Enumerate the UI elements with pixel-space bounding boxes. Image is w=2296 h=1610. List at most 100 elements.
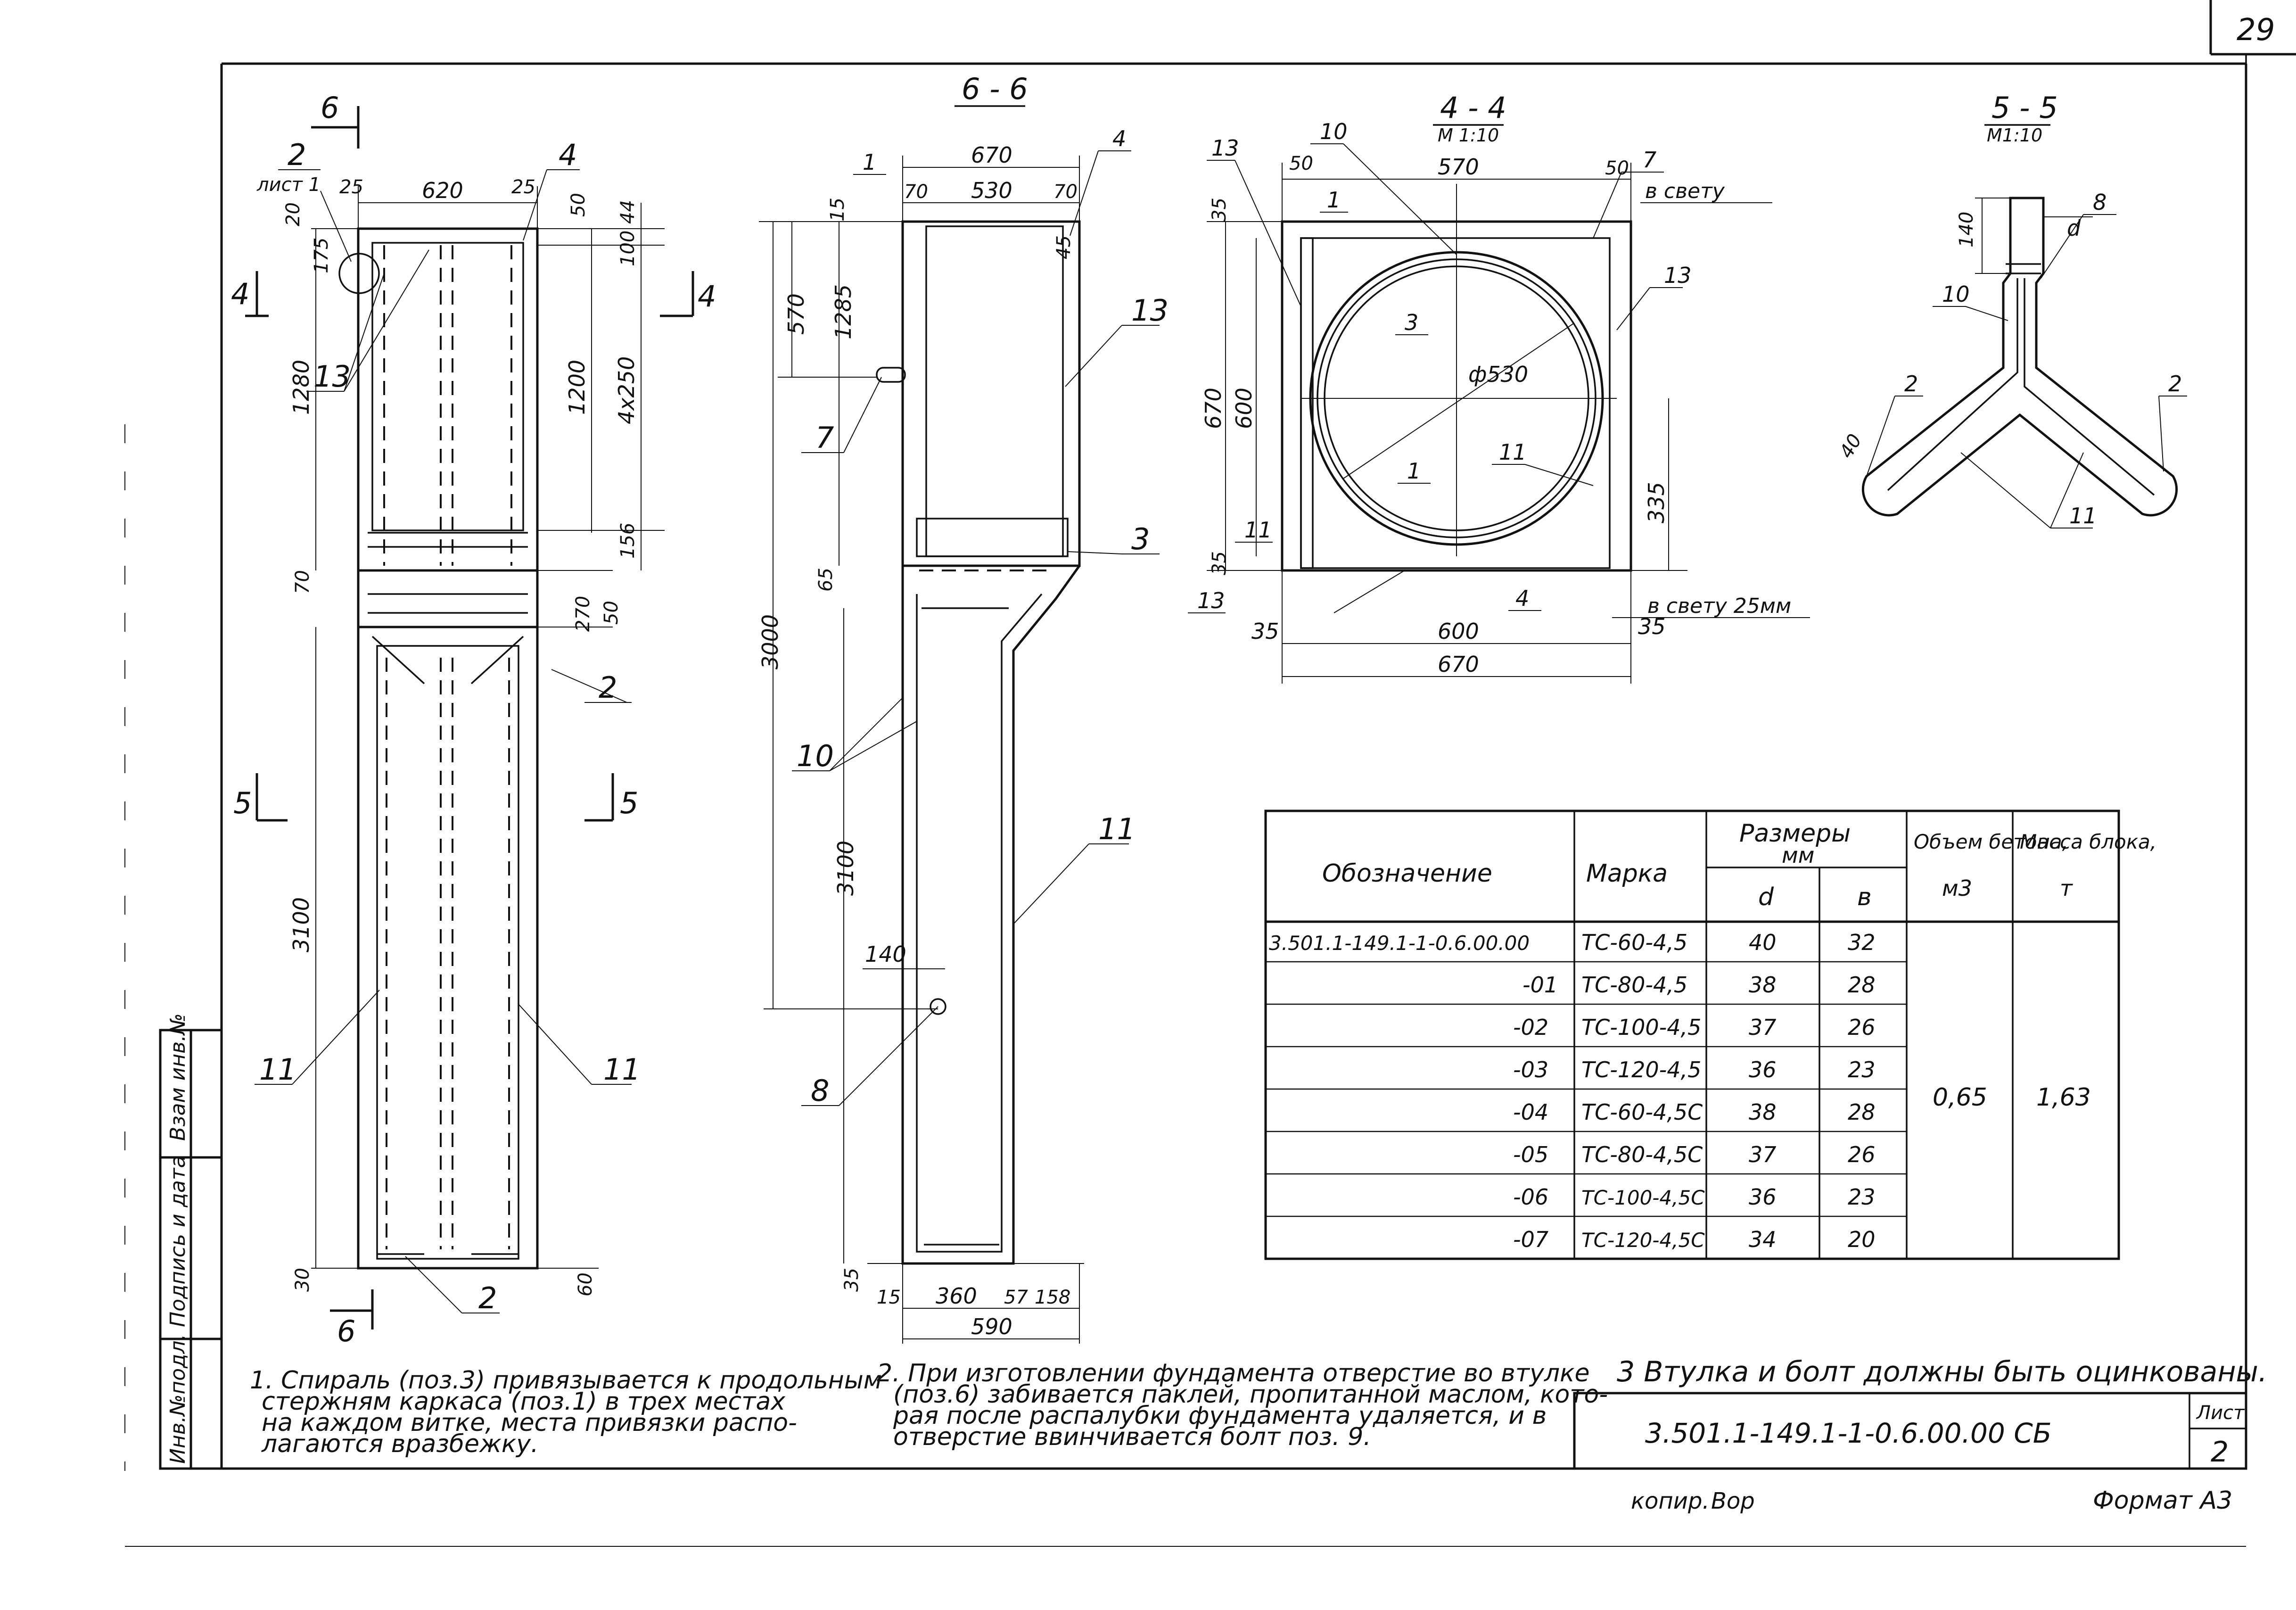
svg-text:ТС-60-4,5С: ТС-60-4,5С: [1581, 1099, 1703, 1125]
svg-text:36: 36: [1749, 1057, 1777, 1082]
note-2-line-2: (поз.6) забивается паклей, пропитанной м…: [893, 1380, 1608, 1409]
svg-text:35: 35: [1251, 619, 1279, 644]
svg-text:3: 3: [1131, 522, 1150, 556]
svg-text:600: 600: [1438, 619, 1479, 644]
stamp-replace-inv: Взам инв.№: [166, 1013, 190, 1141]
svg-text:670: 670: [1201, 388, 1226, 429]
svg-text:8: 8: [2093, 190, 2107, 215]
svg-text:30: 30: [292, 1268, 313, 1292]
svg-text:10: 10: [1942, 281, 1970, 307]
svg-text:37: 37: [1749, 1015, 1777, 1040]
svg-text:3000: 3000: [757, 614, 783, 669]
svg-text:40: 40: [1835, 430, 1866, 462]
svg-text:1280: 1280: [288, 360, 314, 415]
cut-4-right: 4: [660, 271, 716, 317]
svg-text:ТС-100-4,5: ТС-100-4,5: [1581, 1015, 1701, 1040]
svg-text:4x250: 4x250: [614, 356, 639, 424]
svg-text:ф530: ф530: [1468, 362, 1528, 387]
table-row: -02 ТС-100-4,5 37 26: [1513, 1015, 1876, 1040]
svg-text:335: 335: [1644, 482, 1669, 523]
svg-text:ТС-120-4,5С: ТС-120-4,5С: [1581, 1229, 1705, 1252]
svg-text:ТС-60-4,5: ТС-60-4,5: [1581, 930, 1687, 955]
svg-text:лист 1: лист 1: [256, 174, 321, 196]
section-4-4-title: 4 - 4: [1440, 91, 1506, 125]
table-row: -06 ТС-100-4,5С 36 23: [1513, 1184, 1876, 1210]
svg-text:-06: -06: [1513, 1184, 1548, 1210]
svg-text:3100: 3100: [288, 897, 314, 952]
svg-text:158: 158: [1035, 1287, 1070, 1308]
svg-text:4: 4: [1112, 126, 1126, 151]
svg-text:в свету 25мм: в свету 25мм: [1647, 594, 1791, 618]
svg-text:5: 5: [620, 786, 638, 820]
svg-text:4: 4: [698, 279, 716, 314]
svg-text:40: 40: [1749, 930, 1777, 955]
note-2-line-3: рая после распалубки фундамента удаляетс…: [893, 1402, 1547, 1430]
svg-text:23: 23: [1848, 1057, 1876, 1082]
svg-text:13: 13: [1211, 135, 1239, 161]
svg-text:50: 50: [1605, 157, 1629, 179]
svg-text:670: 670: [971, 142, 1012, 168]
left-stamp: Взам инв.№ Подпись и дата Инв.№подл.: [159, 1013, 223, 1470]
svg-text:270: 270: [572, 596, 594, 632]
section-6-6-title: 6 - 6: [962, 72, 1028, 106]
th-b: в: [1857, 883, 1872, 911]
section-5-5-title: 5 - 5: [1992, 91, 2058, 125]
svg-text:8: 8: [811, 1073, 829, 1108]
svg-text:28: 28: [1848, 972, 1876, 998]
svg-text:2: 2: [2168, 371, 2182, 396]
th-d: d: [1758, 883, 1774, 911]
svg-text:28: 28: [1848, 1099, 1876, 1125]
th-volume: Объем бетона,: [1914, 830, 2068, 853]
svg-text:11: 11: [603, 1052, 641, 1087]
cut-6-top: 6: [311, 91, 360, 149]
svg-text:360: 360: [936, 1283, 977, 1309]
svg-text:45: 45: [1053, 235, 1075, 259]
th-sizes-unit: мм: [1782, 842, 1814, 868]
th-mass: Масса блока,: [2020, 830, 2156, 853]
svg-text:11: 11: [1098, 812, 1136, 846]
svg-text:13: 13: [313, 359, 351, 394]
svg-text:5: 5: [233, 786, 252, 820]
svg-text:4: 4: [1515, 586, 1529, 611]
svg-text:10: 10: [1320, 119, 1348, 144]
svg-text:600: 600: [1231, 388, 1257, 429]
note-1-line-2: стержням каркаса (поз.1) в трех местах: [262, 1387, 786, 1416]
svg-text:38: 38: [1749, 1099, 1777, 1125]
table-row: -01 ТС-80-4,5 38 28: [1522, 972, 1876, 998]
svg-text:70: 70: [292, 570, 313, 594]
svg-text:3100: 3100: [833, 841, 858, 896]
svg-text:620: 620: [422, 178, 463, 203]
format-label: Формат А3: [2093, 1486, 2232, 1515]
svg-text:36: 36: [1749, 1184, 1777, 1210]
svg-text:100: 100: [617, 231, 639, 266]
stamp-signature-date: Подпись и дата: [166, 1156, 190, 1327]
page-number: 29: [2237, 13, 2275, 48]
doc-code: 3.501.1-149.1-1-0.6.00.00 СБ: [1645, 1417, 2052, 1449]
sheet-number: 2: [2211, 1436, 2229, 1469]
svg-text:3.501.1-149.1-1-0.6.00.00: 3.501.1-149.1-1-0.6.00.00: [1269, 932, 1530, 955]
svg-text:-05: -05: [1513, 1142, 1548, 1167]
svg-text:2: 2: [478, 1281, 497, 1315]
svg-text:37: 37: [1749, 1142, 1777, 1167]
svg-text:ТС-80-4,5С: ТС-80-4,5С: [1581, 1142, 1703, 1167]
stamp-inv-orig: Инв.№подл.: [166, 1334, 190, 1464]
svg-text:15: 15: [877, 1287, 901, 1308]
svg-text:38: 38: [1749, 972, 1777, 998]
svg-text:23: 23: [1848, 1184, 1876, 1210]
table-row: 3.501.1-149.1-1-0.6.00.00 ТС-60-4,5 40 3…: [1269, 930, 1876, 955]
svg-text:6: 6: [321, 91, 339, 125]
page-number-box: 29: [2209, 0, 2296, 56]
svg-text:44: 44: [617, 200, 639, 224]
svg-text:670: 670: [1438, 652, 1479, 677]
svg-text:4: 4: [559, 138, 577, 172]
cut-5-left: 5: [233, 773, 288, 822]
svg-text:11: 11: [1244, 517, 1272, 543]
svg-text:2: 2: [599, 670, 617, 705]
svg-text:570: 570: [1438, 154, 1479, 180]
svg-text:25: 25: [511, 176, 535, 198]
svg-text:50: 50: [568, 193, 589, 217]
svg-text:-04: -04: [1513, 1099, 1548, 1125]
th-mass-unit: т: [2060, 875, 2073, 901]
note-2-line-4: отверстие ввинчивается болт поз. 9.: [893, 1423, 1371, 1451]
svg-text:70: 70: [1053, 181, 1078, 203]
